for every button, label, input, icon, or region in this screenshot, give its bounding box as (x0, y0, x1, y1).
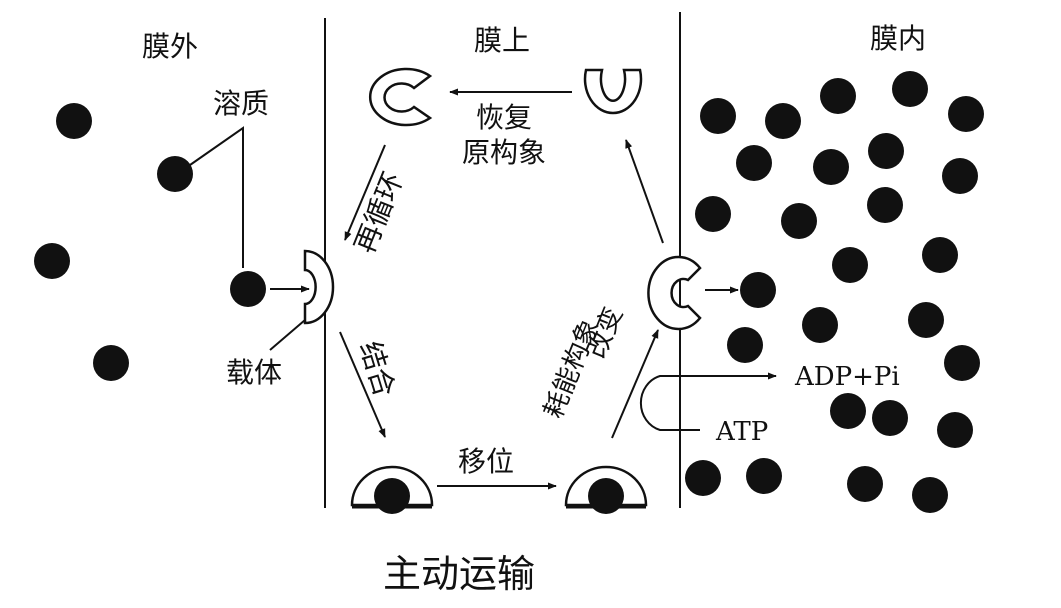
label-inside: 膜内 (870, 22, 926, 55)
solute-particle (912, 477, 948, 513)
solute-particle (736, 145, 772, 181)
carrier-translocated (564, 465, 648, 514)
solute-particle (740, 272, 776, 308)
solute-pointer-line (189, 126, 244, 268)
solute-particle (922, 237, 958, 273)
label-restore-line1: 恢复 (476, 101, 532, 134)
label-energy-line2: 改变 (582, 303, 629, 362)
solute-particle (868, 133, 904, 169)
recycle-arrow (344, 144, 386, 241)
solute-particle (847, 466, 883, 502)
solute-particle (34, 243, 70, 279)
solute-particle (56, 103, 92, 139)
atp-reaction-curve (639, 372, 777, 431)
outside-solutes (34, 103, 266, 381)
solute-particle (944, 345, 980, 381)
solute-particle (727, 327, 763, 363)
label-carrier: 载体 (226, 356, 282, 389)
carrier-pointer-line (269, 319, 306, 351)
carrier-conformation-changed (647, 255, 702, 331)
solute-particle (230, 271, 266, 307)
energy-arrow (611, 329, 659, 439)
solute-particle (746, 458, 782, 494)
solute-particle (830, 393, 866, 429)
solute-particle (948, 96, 984, 132)
translocated-solute-particle (588, 478, 624, 514)
carrier-binding-site (303, 249, 335, 325)
label-membrane: 膜上 (474, 24, 530, 57)
solute-particle (685, 460, 721, 496)
figure-caption: 主动运输 (383, 552, 535, 596)
solute-particle (781, 203, 817, 239)
solute-particle (908, 302, 944, 338)
bind-arrow (339, 331, 386, 438)
solute-particle (892, 71, 928, 107)
solute-particle (937, 412, 973, 448)
restore-up-arrow (625, 139, 664, 244)
solute-particle (872, 400, 908, 436)
bound-solute-particle (374, 478, 410, 514)
label-adp: ADP+Pi (794, 362, 900, 392)
label-translocate: 移位 (458, 445, 514, 478)
solute-particle (813, 149, 849, 185)
carrier-bound-solute (350, 465, 434, 514)
solute-particle (832, 247, 868, 283)
label-solute: 溶质 (213, 87, 269, 120)
solute-particle (942, 158, 978, 194)
solute-particle (820, 78, 856, 114)
label-atp: ATP (715, 417, 768, 447)
solute-particle (867, 187, 903, 223)
carrier-after-release (583, 68, 643, 115)
label-restore-line2: 原构象 (462, 136, 546, 169)
solute-particle (695, 196, 731, 232)
solute-particle (157, 156, 193, 192)
solute-particle (765, 103, 801, 139)
carrier-restored (368, 67, 433, 127)
label-bind: 结合 (353, 337, 401, 400)
label-outside: 膜外 (142, 30, 198, 63)
inside-solutes (685, 71, 984, 513)
solute-particle (93, 345, 129, 381)
solute-particle (700, 98, 736, 134)
solute-particle (802, 307, 838, 343)
